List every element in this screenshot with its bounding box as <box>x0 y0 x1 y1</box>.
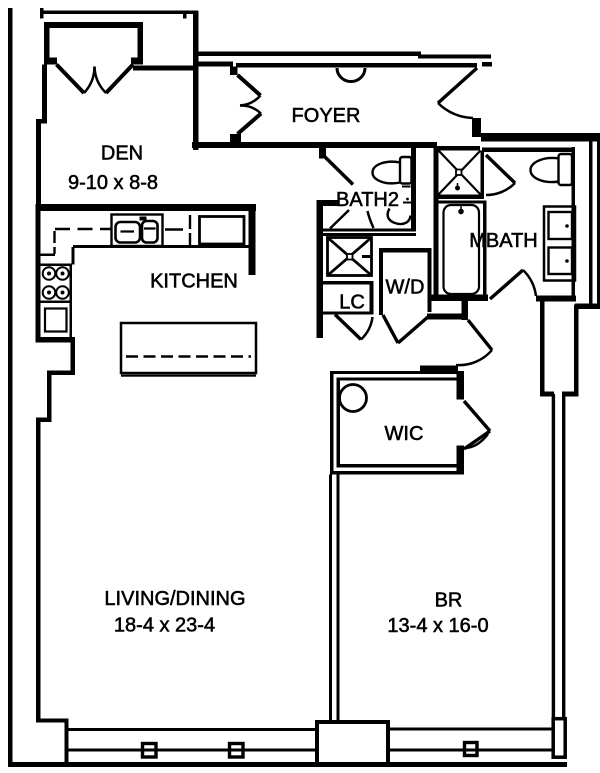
svg-text:W/D: W/D <box>386 277 425 299</box>
svg-text:DEN: DEN <box>101 143 143 165</box>
svg-text:18-4 x 23-4: 18-4 x 23-4 <box>114 615 215 637</box>
svg-text:9-10 x 8-8: 9-10 x 8-8 <box>68 172 158 194</box>
svg-text:LC: LC <box>339 292 365 314</box>
svg-text:MBATH: MBATH <box>469 230 538 252</box>
svg-text:LIVING/DINING: LIVING/DINING <box>104 588 245 610</box>
svg-text:BR: BR <box>435 590 463 612</box>
svg-text:BATH2: BATH2 <box>336 189 399 211</box>
svg-text:FOYER: FOYER <box>292 105 361 127</box>
svg-text:WIC: WIC <box>385 423 424 445</box>
svg-text:KITCHEN: KITCHEN <box>150 271 238 293</box>
svg-text:13-4 x 16-0: 13-4 x 16-0 <box>387 615 488 637</box>
